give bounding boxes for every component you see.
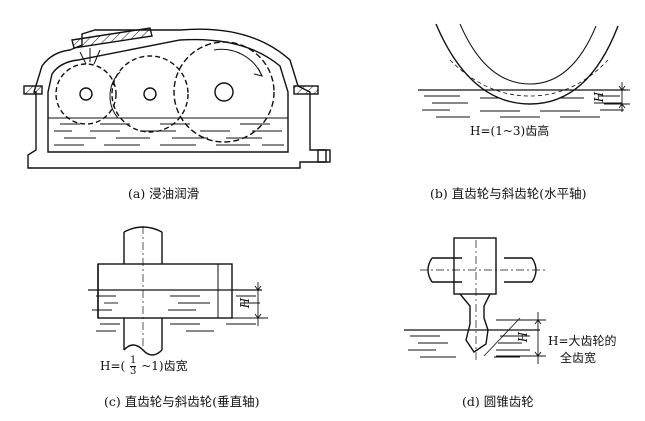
gear-body xyxy=(97,263,233,319)
panel-d-oil xyxy=(404,312,546,364)
label-c-frac-num: 1 xyxy=(130,355,137,367)
horizontal-shaft xyxy=(432,257,532,283)
caption-d: (d) 圆锥齿轮 xyxy=(462,394,534,409)
panel-a-gearbox xyxy=(23,27,331,169)
panel-b-oil xyxy=(418,82,630,118)
panel-d-gear xyxy=(420,237,546,360)
caption-c: (c) 直齿轮与斜齿轮(垂直轴) xyxy=(104,394,260,409)
caption-b: (b) 直齿轮与斜齿轮(水平轴) xyxy=(430,186,587,201)
gear-rim-outer xyxy=(435,23,619,105)
bevel-gear-teeth xyxy=(465,317,489,353)
label-c-formula: H=( 1 3 ~1)齿宽 xyxy=(100,356,188,377)
label-b-formula: H=(1~3)齿高 xyxy=(470,124,550,138)
gearbox-housing xyxy=(27,28,327,169)
drain-plug xyxy=(317,149,331,163)
bevel-gear-hub xyxy=(453,237,497,295)
left-flange xyxy=(23,85,43,95)
panel-a-oil xyxy=(48,117,288,146)
label-c-suffix: ~1)齿宽 xyxy=(141,359,188,373)
label-d-line2: 全齿宽 xyxy=(560,351,597,365)
label-c-fraction: 1 3 xyxy=(130,355,137,377)
panel-b-gear xyxy=(435,23,619,105)
right-flange xyxy=(293,85,319,95)
gearbox-lid xyxy=(71,27,153,49)
label-h-b: H xyxy=(592,91,607,103)
gear-2 xyxy=(111,55,189,133)
caption-a: (a) 浸油润滑 xyxy=(128,186,200,201)
panel-c-oil xyxy=(88,282,268,332)
label-d-line1: H=大齿轮的 xyxy=(548,334,617,348)
bevel-gear-arm xyxy=(459,293,491,324)
vertical-shaft xyxy=(123,232,163,350)
label-h-d: H xyxy=(516,331,531,343)
gearbox-inner-wall xyxy=(47,38,289,153)
label-c-prefix: H=( xyxy=(100,359,126,373)
label-h-c: H xyxy=(238,297,253,309)
gear-3 xyxy=(173,41,275,143)
panel-c-gear xyxy=(97,226,233,356)
gear-rim-inner xyxy=(459,23,597,85)
gear-1 xyxy=(55,63,117,125)
label-c-frac-den: 3 xyxy=(130,366,137,377)
